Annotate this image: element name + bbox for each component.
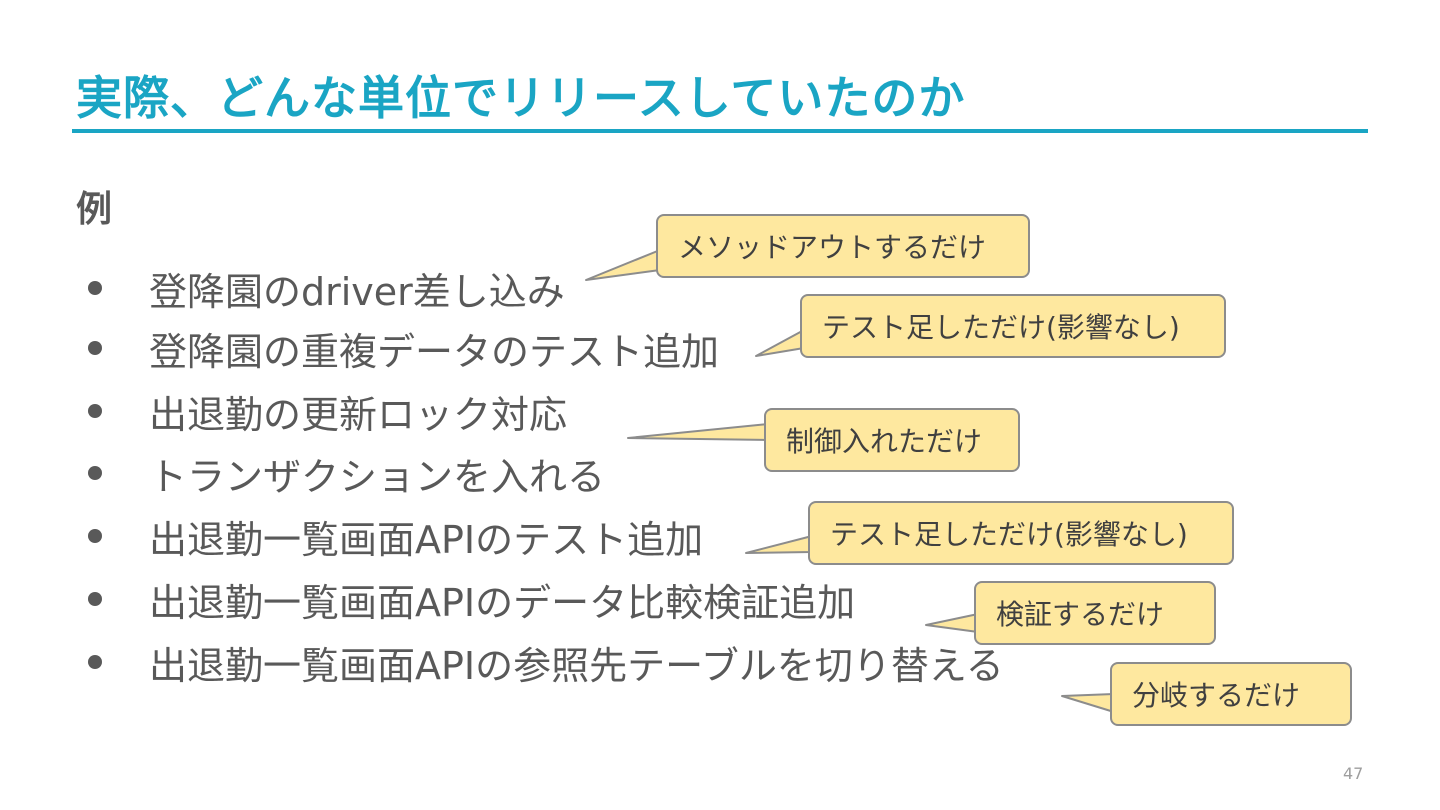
slide-title: 実際、どんな単位でリリースしていたのか bbox=[76, 71, 966, 125]
bullet-item: 出退勤一覧画面APIのデータ比較検証追加 bbox=[88, 569, 855, 629]
callout-pointer bbox=[585, 249, 661, 281]
bullet-item: 出退勤一覧画面APIのテスト追加 bbox=[88, 506, 703, 566]
bullet-dot-icon bbox=[88, 341, 102, 355]
example-heading: 例 bbox=[76, 189, 113, 230]
callout-pointer bbox=[745, 535, 813, 554]
page-number: 47 bbox=[1343, 764, 1364, 783]
callout-box: テスト足しただけ(影響なし) bbox=[800, 294, 1226, 358]
bullet-item: 出退勤の更新ロック対応 bbox=[88, 381, 567, 441]
bullet-text: トランザクションを入れる bbox=[149, 454, 606, 499]
callout-box: 分岐するだけ bbox=[1110, 662, 1352, 726]
callout-pointer bbox=[1061, 693, 1115, 713]
bullet-dot-icon bbox=[88, 281, 102, 295]
bullet-text: 出退勤一覧画面APIのテスト追加 bbox=[149, 517, 704, 562]
bullet-dot-icon bbox=[88, 592, 102, 606]
callout-pointer bbox=[627, 423, 769, 441]
bullet-dot-icon bbox=[88, 529, 102, 543]
bullet-item: 登降園のdriver差し込み bbox=[88, 258, 565, 318]
title-underline bbox=[72, 129, 1368, 133]
callout-box: メソッドアウトするだけ bbox=[656, 214, 1030, 278]
bullet-item: トランザクションを入れる bbox=[88, 443, 605, 503]
bullet-dot-icon bbox=[88, 655, 102, 669]
bullet-dot-icon bbox=[88, 404, 102, 418]
bullet-text: 登降園の重複データのテスト追加 bbox=[149, 329, 720, 374]
bullet-text: 出退勤の更新ロック対応 bbox=[149, 392, 568, 437]
bullet-text: 出退勤一覧画面APIのデータ比較検証追加 bbox=[149, 580, 856, 625]
callout-box: テスト足しただけ(影響なし) bbox=[808, 501, 1234, 565]
bullet-item: 出退勤一覧画面APIの参照先テーブルを切り替える bbox=[88, 632, 1004, 692]
bullet-dot-icon bbox=[88, 466, 102, 480]
bullet-item: 登降園の重複データのテスト追加 bbox=[88, 318, 719, 378]
callout-box: 制御入れただけ bbox=[764, 408, 1020, 472]
bullet-text: 登降園のdriver差し込み bbox=[149, 269, 565, 314]
callout-box: 検証するだけ bbox=[974, 581, 1216, 645]
callout-pointer bbox=[925, 613, 979, 633]
callout-pointer bbox=[755, 329, 805, 357]
bullet-text: 出退勤一覧画面APIの参照先テーブルを切り替える bbox=[149, 643, 1004, 688]
